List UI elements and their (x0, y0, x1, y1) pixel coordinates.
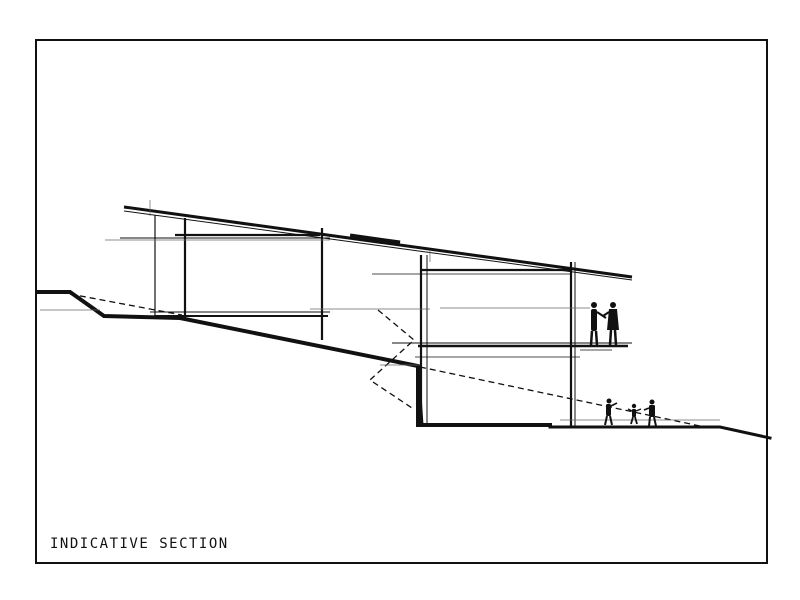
adult-figure (589, 302, 607, 346)
lower-floor-figures (604, 398, 657, 427)
drawing-caption: INDICATIVE SECTION (50, 536, 229, 552)
construction-lines (40, 200, 720, 421)
lower-pavilion-frame (372, 255, 632, 426)
child-figure (627, 403, 642, 425)
upper-floor-figures (589, 302, 619, 346)
upper-pavilion-frame (120, 215, 330, 340)
adult-figure (602, 302, 619, 346)
roof (123, 205, 633, 281)
sheet-border (35, 39, 768, 564)
adult-figure (604, 398, 618, 426)
adult-figure (643, 399, 657, 427)
